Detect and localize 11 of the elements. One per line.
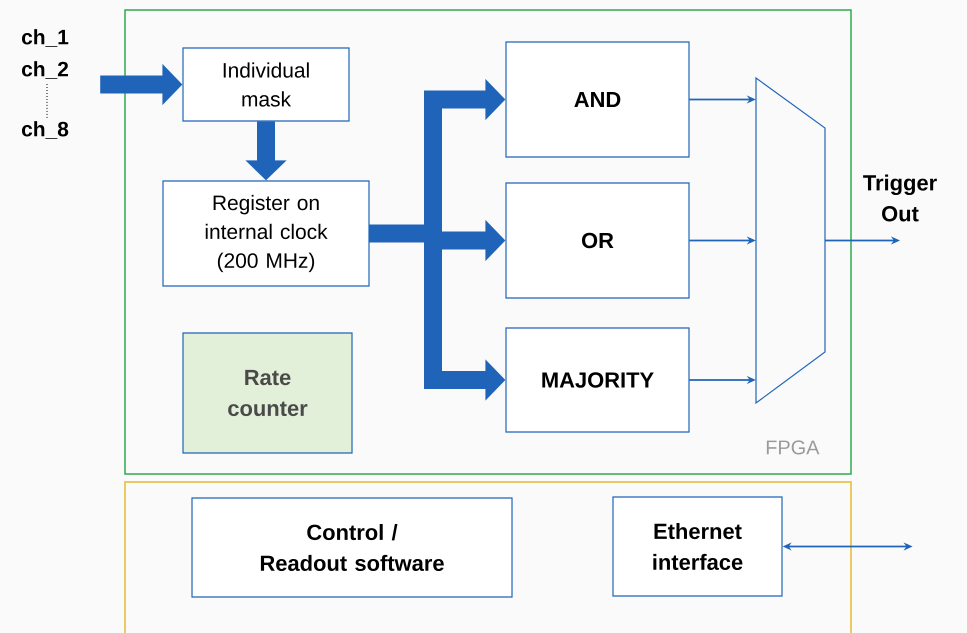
process-box: OR <box>505 182 690 299</box>
process-box: MAJORITY <box>505 327 690 433</box>
process-box: Individual mask <box>182 47 350 122</box>
output-label: Trigger Out <box>863 174 937 222</box>
frame <box>124 481 852 633</box>
counter-box: Rate counter <box>182 332 353 454</box>
process-box: Register on internal clock (200 MHz) <box>162 180 370 287</box>
process-box: Control / Readout software <box>191 497 513 598</box>
process-box: Ethernet interface <box>612 496 783 597</box>
channel-labels: ch_1 ch_2 ch_8 <box>22 29 68 139</box>
process-box: AND <box>505 41 690 158</box>
